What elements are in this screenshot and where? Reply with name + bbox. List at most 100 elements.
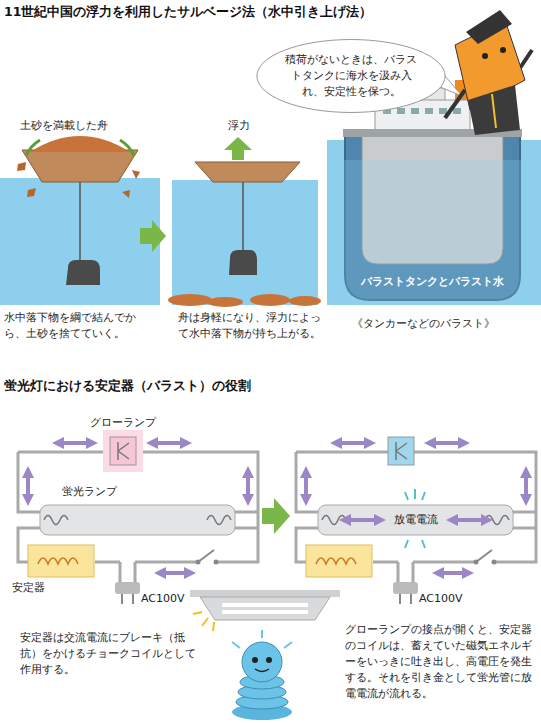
lamp-circuit-part [198, 550, 214, 562]
salvage-scene-2-part [195, 162, 300, 182]
section-heading: 蛍光灯における安定器（バラスト）の役割 [4, 378, 251, 394]
discharge-glow [345, 489, 487, 548]
step-arrow [262, 498, 290, 534]
lamp-circuit-part [115, 582, 140, 594]
lamp-circuit-part [28, 545, 94, 577]
salvage-scene-2-part [224, 137, 252, 160]
lamp-circuit-part [44, 516, 68, 525]
salvage-scene-2-part [229, 250, 257, 275]
salvage-scene-1-part [26, 140, 40, 156]
scene-caption: 《タンカーなどのバラスト》 [352, 316, 495, 332]
lamp-circuit-part [119, 562, 122, 584]
salvage-scene-1-part [79, 182, 81, 262]
salvage-scene-1 [0, 136, 166, 305]
explanation-text: グローランプの接点が開くと、安定器のコイルは、蓄えていた磁気エネルギーをいっきに… [345, 622, 537, 702]
ceiling-light [190, 590, 340, 631]
lamp-circuit-part [152, 441, 186, 445]
discharge-glow-part [452, 518, 487, 522]
lamp-circuit-part [38, 558, 78, 564]
orange-mascot [445, 10, 532, 135]
node-text: バラストタンクとバラスト水 [345, 274, 520, 290]
step-caption: 水中落下物を綱で結んでから、土砂を捨てていく。 [4, 310, 156, 342]
orange-mascot-part [445, 90, 465, 118]
salvage-scene-1-part [140, 220, 166, 252]
lamp-circuit-part [121, 594, 123, 604]
blue-mascot-part [252, 657, 258, 663]
salvage-scene-2-part [289, 296, 321, 306]
glow-lamp-left-part [118, 442, 129, 460]
ballast-coil: 安定器 [28, 545, 94, 577]
blue-mascot-part [232, 630, 292, 648]
node-text: 放電電流 [394, 512, 438, 528]
salvage-scene-1-part [66, 260, 100, 285]
salvage-scene-1-part [22, 150, 138, 182]
glow-lamp-left-part [103, 430, 143, 472]
blue-mascot-part [255, 669, 269, 672]
lamp-circuit-part [196, 560, 201, 565]
orange-mascot-part [482, 53, 488, 59]
power-label: AC100V [141, 591, 185, 607]
salvage-scene-1-part [120, 140, 134, 156]
salvage-scene-1-part [27, 188, 36, 197]
node-text: 蛍光ランプ [62, 484, 117, 500]
fluorescent-tube: 蛍光ランプ [40, 505, 235, 535]
salvage-scene-1-part [0, 178, 160, 305]
tanker-ballast-part [327, 160, 541, 305]
blue-mascot-part [242, 642, 282, 682]
salvage-scene-2 [168, 137, 321, 307]
lamp-circuit-2 [296, 443, 536, 604]
salvage-scene-2-part [250, 294, 290, 306]
explanation-text: 安定器は交流電流にブレーキ（抵抗）をかけるチョークコイルとして作用する。 [20, 630, 200, 678]
tanker-ballast-part [397, 108, 405, 114]
orange-mascot-part [500, 47, 506, 53]
orange-mascot-part [492, 94, 496, 128]
salvage-scene-2-part [172, 180, 318, 305]
salvage-scene-1-part [30, 136, 130, 152]
diagram-title: 11世紀中国の浮力を利用したサルベージ法（水中引き上げ法） [4, 4, 372, 20]
glow-lamp-right-part [388, 437, 414, 465]
lamp-circuit-part [134, 562, 137, 584]
node-text: グローランプ [90, 415, 156, 431]
ballast-tank: バラストタンクとバラスト水 [345, 135, 520, 300]
blue-mascot [232, 630, 292, 720]
step-caption: 舟は身軽になり、浮力によって水中落下物が持ち上がる。 [178, 310, 328, 342]
lamp-circuit-part [132, 594, 134, 604]
power-label: AC100V [419, 591, 463, 607]
glow-lamp-left-part [110, 437, 136, 465]
tanker-ballast-part [453, 108, 461, 114]
orange-mascot-part [466, 10, 512, 44]
blue-mascot-part [266, 657, 272, 663]
salvage-scene-1-part [122, 190, 130, 198]
bubble-ellipse [257, 40, 445, 113]
glow-lamp-left [103, 430, 143, 472]
lamp-circuit-part [246, 472, 250, 500]
ceiling-light-part [190, 590, 340, 597]
lamp-circuit-part [40, 505, 235, 535]
tanker-ballast [327, 80, 541, 305]
tanker-ballast-part [327, 140, 541, 305]
node-text: 積荷がないときは、バラストタンクに海水を汲み入れ、安定性を保つ。 [285, 52, 417, 100]
buoyancy-label: 浮力 [228, 118, 250, 134]
salvage-scene-2-part [242, 182, 244, 252]
lamp-circuit-part [26, 472, 30, 500]
node-text: 安定器 [12, 580, 45, 596]
discharge-glow-part [345, 518, 380, 522]
lamp-circuit-part [58, 441, 92, 445]
ceiling-light-part [222, 603, 308, 607]
glow-lamp: グローランプ [110, 437, 136, 465]
speech-bubble: 積荷がないときは、バラストタンクに海水を汲み入れ、安定性を保つ。 [255, 38, 447, 114]
salvage-scene-1-part [132, 170, 140, 179]
boat-label: 土砂を満載した舟 [20, 118, 108, 134]
ceiling-light-part [193, 612, 214, 631]
salvage-scene-1-part [17, 162, 26, 171]
tanker-ballast-part [411, 108, 419, 114]
salvage-scene-2-part [168, 294, 212, 306]
orange-mascot-part [468, 85, 520, 135]
lamp-circuit-part [160, 571, 190, 575]
fluorescent-tube: 放電電流 [318, 505, 513, 535]
tanker-ballast-part [439, 108, 447, 114]
salvage-scene-2-part [207, 297, 243, 307]
lamp-circuit-part [207, 516, 231, 525]
